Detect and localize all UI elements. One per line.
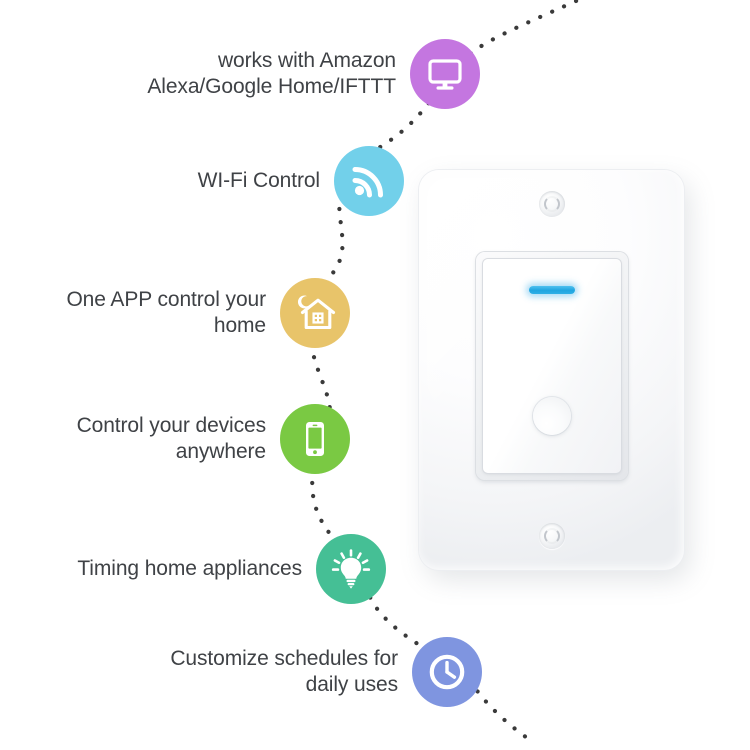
feature-item-timing-appliances: Timing home appliances <box>66 534 386 604</box>
mounting-screw-bottom <box>538 523 565 549</box>
feature-label-one-app-control: One APP control your home <box>66 288 266 337</box>
touch-sensor-dot[interactable] <box>533 397 571 435</box>
mounting-screw-top <box>538 191 565 217</box>
wifi-icon <box>334 146 404 216</box>
rocker-switch-frame <box>476 252 628 480</box>
led-status-indicator <box>529 286 575 294</box>
lightbulb-icon <box>316 534 386 604</box>
feature-item-custom-schedules: Customize schedules for daily uses <box>152 637 482 707</box>
feature-label-timing-appliances: Timing home appliances <box>77 557 302 581</box>
smartphone-icon <box>280 404 350 474</box>
feature-item-wifi-control: WI-Fi Control <box>176 146 404 216</box>
feature-label-custom-schedules: Customize schedules for daily uses <box>170 647 398 696</box>
switch-wall-plate <box>419 170 684 570</box>
smart-wall-switch-product-image <box>419 170 684 570</box>
feature-item-one-app-control: One APP control your home <box>48 278 350 348</box>
rocker-paddle-button[interactable] <box>483 259 621 473</box>
feature-label-remote-control: Control your devices anywhere <box>76 414 267 463</box>
feature-label-voice-assistants: works with Amazon Alexa/Google Home/IFTT… <box>147 49 396 98</box>
feature-item-remote-control: Control your devices anywhere <box>60 404 350 474</box>
clock-icon <box>412 637 482 707</box>
feature-label-wifi-control: WI-Fi Control <box>197 169 320 193</box>
monitor-icon <box>410 39 480 109</box>
feature-item-voice-assistants: works with Amazon Alexa/Google Home/IFTT… <box>116 39 480 109</box>
house-moon-icon <box>280 278 350 348</box>
